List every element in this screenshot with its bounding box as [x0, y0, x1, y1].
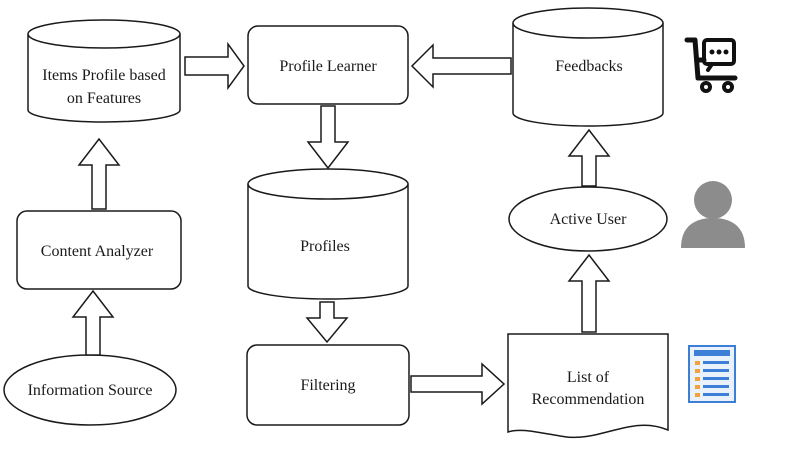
content-analyzer-box: Content Analyzer	[16, 210, 182, 290]
profile-learner-label: Profile Learner	[279, 58, 377, 75]
arrow-list-to-user	[567, 253, 611, 333]
feedbacks-label: Feedbacks	[555, 58, 623, 75]
profiles-label: Profiles	[300, 238, 350, 255]
arrow-source-to-analyzer	[71, 289, 115, 356]
list-label-line2: Recommendation	[532, 391, 645, 408]
profile-learner-box: Profile Learner	[247, 25, 409, 105]
information-source-label: Information Source	[28, 382, 153, 399]
items-profile-label-line1: Items Profile based	[42, 67, 166, 84]
arrow-items-to-learner	[184, 41, 245, 91]
profiles-database: Profiles	[247, 168, 409, 300]
document-list-icon	[688, 345, 736, 403]
arrow-filtering-to-list	[410, 362, 506, 406]
arrow-profiles-to-filtering	[305, 301, 349, 344]
recommendation-list-document: List of Recommendation	[507, 333, 669, 439]
feedbacks-database: Feedbacks	[512, 7, 664, 127]
arrow-analyzer-to-items	[77, 137, 121, 210]
items-profile-label-line2: on Features	[67, 90, 141, 107]
arrow-user-to-feedbacks	[567, 128, 611, 187]
content-analyzer-label: Content Analyzer	[41, 243, 154, 260]
user-silhouette-icon	[681, 181, 745, 248]
arrow-feedbacks-to-learner	[410, 43, 512, 89]
filtering-label: Filtering	[300, 377, 355, 394]
list-label-line1: List of	[567, 369, 610, 386]
filtering-box: Filtering	[246, 344, 410, 426]
items-profile-database: Items Profile based on Features	[27, 19, 181, 123]
active-user-node: Active User	[508, 186, 668, 252]
active-user-label: Active User	[550, 211, 628, 228]
shopping-cart-chat-icon	[684, 37, 738, 93]
arrow-learner-to-profiles	[306, 105, 350, 170]
information-source-node: Information Source	[3, 354, 177, 426]
